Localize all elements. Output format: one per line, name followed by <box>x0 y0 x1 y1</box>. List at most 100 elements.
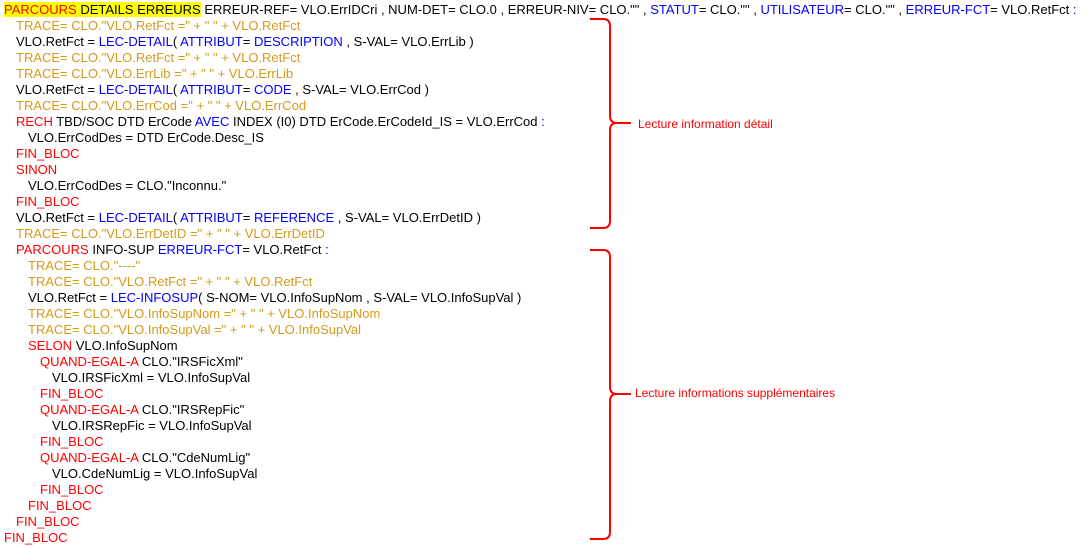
code-token: = <box>242 34 254 49</box>
code-line: SELON VLO.InfoSupNom <box>4 338 1077 354</box>
code-token: ERREUR-REF= VLO.ErrIDCri , NUM-DET= CLO.… <box>200 2 651 17</box>
code-token: LEC-DETAIL <box>98 34 173 49</box>
code-token: FIN_BLOC <box>40 434 104 449</box>
code-token: : <box>1072 2 1077 17</box>
code-token: QUAND-EGAL-A <box>40 354 139 369</box>
code-line: QUAND-EGAL-A CLO."IRSFicXml" <box>4 354 1077 370</box>
code-token: RECH <box>16 114 53 129</box>
code-token: TRACE= CLO."VLO.ErrDetID =" + " " + VLO.… <box>16 226 325 241</box>
annotation-infosup: Lecture informations supplémentaires <box>635 386 836 400</box>
code-token: FIN_BLOC <box>28 498 92 513</box>
code-token: = VLO.RetFct <box>242 242 326 257</box>
code-token: DESCRIPTION <box>253 34 343 49</box>
code-token: ( <box>172 82 181 97</box>
code-token: VLO.RetFct = <box>16 210 99 225</box>
code-token: VLO.CdeNumLig = VLO.InfoSupVal <box>52 466 258 481</box>
code-line: FIN_BLOC <box>4 194 1077 210</box>
code-line: TRACE= CLO."VLO.ErrCod =" + " " + VLO.Er… <box>4 98 1077 114</box>
code-listing: PARCOURS DETAILS ERREURS ERREUR-REF= VLO… <box>4 2 1077 546</box>
code-token: QUAND-EGAL-A <box>40 402 139 417</box>
code-token: ATTRIBUT <box>180 210 243 225</box>
code-token: FIN_BLOC <box>16 146 80 161</box>
code-line: TRACE= CLO."VLO.RetFct =" + " " + VLO.Re… <box>4 274 1077 290</box>
code-token: UTILISATEUR <box>760 2 845 17</box>
code-token: CLO."IRSFicXml" <box>138 354 243 369</box>
code-token: LEC-DETAIL <box>98 210 173 225</box>
code-token: TRACE= CLO."VLO.RetFct =" + " " + VLO.Re… <box>16 50 301 65</box>
code-token: TRACE= CLO."VLO.InfoSupVal =" + " " + VL… <box>28 322 362 337</box>
code-token: VLO.RetFct = <box>16 34 99 49</box>
code-line: PARCOURS INFO-SUP ERREUR-FCT= VLO.RetFct… <box>4 242 1077 258</box>
code-token: VLO.ErrCodDes = DTD ErCode.Desc_IS <box>28 130 264 145</box>
code-token: SINON <box>16 162 58 177</box>
code-token: ( S-NOM= VLO.InfoSupNom , S-VAL= VLO.Inf… <box>198 290 522 305</box>
code-line: SINON <box>4 162 1077 178</box>
code-token: LEC-DETAIL <box>98 82 173 97</box>
code-line: QUAND-EGAL-A CLO."IRSRepFic" <box>4 402 1077 418</box>
code-token: LEC-INFOSUP <box>110 290 199 305</box>
code-line: TRACE= CLO."----" <box>4 258 1077 274</box>
code-line: TRACE= CLO."VLO.InfoSupNom =" + " " + VL… <box>4 306 1077 322</box>
code-line: QUAND-EGAL-A CLO."CdeNumLig" <box>4 450 1077 466</box>
code-line: FIN_BLOC <box>4 498 1077 514</box>
code-token: ( <box>172 210 181 225</box>
brace-detail-icon <box>590 18 631 229</box>
code-token: INDEX (I0) DTD ErCode.ErCodeId_IS = VLO.… <box>229 114 542 129</box>
code-token: : <box>325 242 329 257</box>
brace-infosup-icon <box>590 249 631 540</box>
code-line: VLO.CdeNumLig = VLO.InfoSupVal <box>4 466 1077 482</box>
code-token: CLO."CdeNumLig" <box>138 450 251 465</box>
code-token: TRACE= CLO."VLO.ErrCod =" + " " + VLO.Er… <box>16 98 307 113</box>
code-token: , S-VAL= VLO.ErrCod ) <box>291 82 429 97</box>
code-line: VLO.ErrCodDes = CLO."Inconnu." <box>4 178 1077 194</box>
code-token: , S-VAL= VLO.ErrLib ) <box>342 34 474 49</box>
code-token: DETAILS ERREURS <box>76 2 201 17</box>
code-token: ERREUR-FCT <box>905 2 991 17</box>
code-token: = CLO."" , <box>844 2 906 17</box>
code-line: FIN_BLOC <box>4 482 1077 498</box>
code-token: TRACE= CLO."----" <box>28 258 141 273</box>
code-line: TRACE= CLO."VLO.ErrDetID =" + " " + VLO.… <box>4 226 1077 242</box>
code-line: VLO.RetFct = LEC-DETAIL( ATTRIBUT= CODE … <box>4 82 1077 98</box>
code-line: VLO.IRSFicXml = VLO.InfoSupVal <box>4 370 1077 386</box>
code-token: INFO-SUP <box>88 242 158 257</box>
code-token: , S-VAL= VLO.ErrDetID ) <box>334 210 481 225</box>
code-line: VLO.RetFct = LEC-DETAIL( ATTRIBUT= REFER… <box>4 210 1077 226</box>
code-token: STATUT <box>650 2 699 17</box>
code-token: VLO.IRSRepFic = VLO.InfoSupVal <box>52 418 252 433</box>
code-line: VLO.RetFct = LEC-DETAIL( ATTRIBUT= DESCR… <box>4 34 1077 50</box>
code-token: TRACE= CLO."VLO.ErrLib =" + " " + VLO.Er… <box>16 66 294 81</box>
code-line: FIN_BLOC <box>4 514 1077 530</box>
code-token: TRACE= CLO."VLO.InfoSupNom =" + " " + VL… <box>28 306 381 321</box>
code-line: VLO.ErrCodDes = DTD ErCode.Desc_IS <box>4 130 1077 146</box>
code-token: FIN_BLOC <box>16 514 80 529</box>
code-line: VLO.RetFct = LEC-INFOSUP( S-NOM= VLO.Inf… <box>4 290 1077 306</box>
code-token: = VLO.RetFct <box>990 2 1073 17</box>
code-token: TRACE= CLO."VLO.RetFct =" + " " + VLO.Re… <box>16 18 301 33</box>
code-token: CLO."IRSRepFic" <box>138 402 245 417</box>
code-token: PARCOURS <box>4 2 77 17</box>
code-token: : <box>541 114 545 129</box>
code-token: TRACE= CLO."VLO.RetFct =" + " " + VLO.Re… <box>28 274 313 289</box>
code-token: = CLO."" , <box>698 2 761 17</box>
code-token: ATTRIBUT <box>180 82 243 97</box>
code-token: = <box>242 210 254 225</box>
code-token: TBD/SOC DTD ErCode <box>52 114 195 129</box>
annotation-detail: Lecture information détail <box>638 117 773 131</box>
code-token: VLO.IRSFicXml = VLO.InfoSupVal <box>52 370 251 385</box>
code-token: ATTRIBUT <box>180 34 243 49</box>
code-token: VLO.RetFct = <box>28 290 111 305</box>
code-token: FIN_BLOC <box>40 482 104 497</box>
code-line: RECH TBD/SOC DTD ErCode AVEC INDEX (I0) … <box>4 114 1077 130</box>
code-token: REFERENCE <box>253 210 335 225</box>
code-line: FIN_BLOC <box>4 146 1077 162</box>
code-token: AVEC <box>194 114 230 129</box>
code-token: FIN_BLOC <box>40 386 104 401</box>
code-token: FIN_BLOC <box>4 530 68 545</box>
code-token: VLO.InfoSupNom <box>72 338 178 353</box>
code-line: TRACE= CLO."VLO.InfoSupVal =" + " " + VL… <box>4 322 1077 338</box>
code-token: VLO.RetFct = <box>16 82 99 97</box>
code-line: VLO.IRSRepFic = VLO.InfoSupVal <box>4 418 1077 434</box>
code-token: FIN_BLOC <box>16 194 80 209</box>
code-line: TRACE= CLO."VLO.RetFct =" + " " + VLO.Re… <box>4 50 1077 66</box>
